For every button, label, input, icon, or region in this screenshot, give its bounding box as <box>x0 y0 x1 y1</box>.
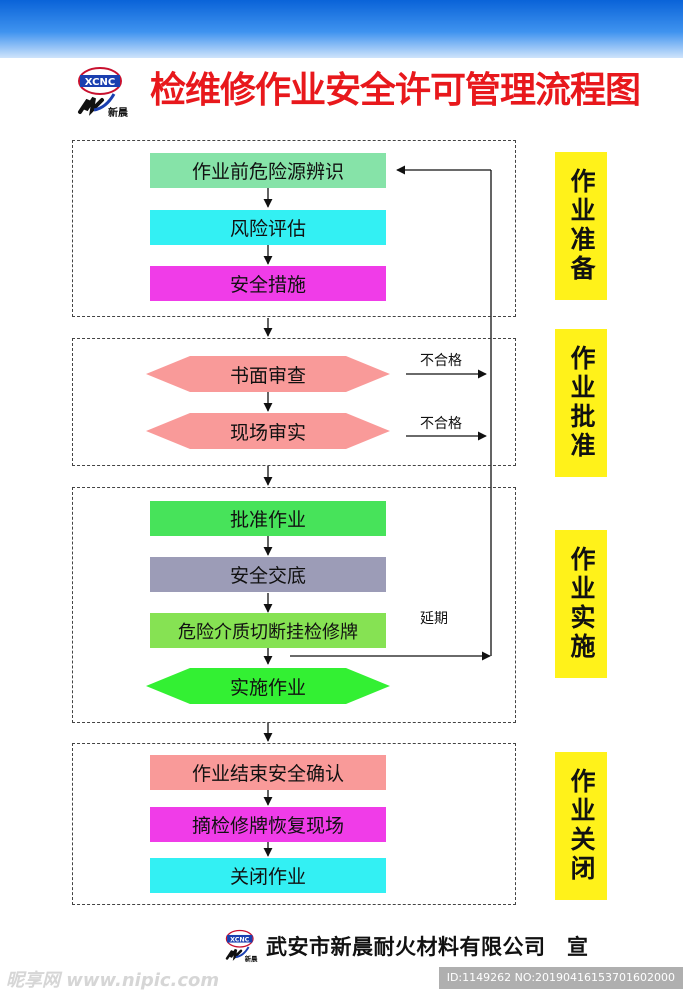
reject-label-onsite: 不合格 <box>420 416 462 432</box>
decision-written-review-label: 书面审查 <box>229 364 306 387</box>
step-safety-measures: 安全措施 <box>150 266 386 301</box>
page-title: 检维修作业安全许可管理流程图 <box>150 69 641 111</box>
stage-approval-label: 作业批准 <box>567 345 596 461</box>
step-hazard-identification: 作业前危险源辨识 <box>150 153 386 188</box>
company-logo: XCNC 新晨 <box>72 64 132 124</box>
step-approve-work: 批准作业 <box>150 501 386 536</box>
logo-text: XCNC <box>85 77 115 88</box>
stage-approval: 作业批准 <box>555 329 607 477</box>
footer-logo: XCNC 新晨 <box>222 928 260 966</box>
watermark-bar: 昵享网 www.nipic.com ID:1149262 NO:20190416… <box>0 963 683 993</box>
decision-onsite-review-label: 现场审实 <box>229 421 306 444</box>
stage-preparation-label: 作业准备 <box>567 168 596 284</box>
step-carry-out-work: 实施作业 <box>146 668 390 704</box>
group-implementation <box>72 487 516 723</box>
step-isolate-and-tag: 危险介质切断挂检修牌 <box>150 613 386 648</box>
step-safety-briefing: 安全交底 <box>150 557 386 592</box>
step-completion-confirmation: 作业结束安全确认 <box>150 755 386 790</box>
watermark-site: 昵享网 www.nipic.com <box>6 970 220 991</box>
logo-caption: 新晨 <box>108 106 129 119</box>
stage-implementation-label: 作业实施 <box>567 546 596 662</box>
decision-written-review: 书面审查 <box>146 356 390 392</box>
step-risk-assessment: 风险评估 <box>150 210 386 245</box>
step-remove-tags: 摘检修牌恢复现场 <box>150 807 386 842</box>
stage-preparation: 作业准备 <box>555 152 607 300</box>
reject-label-written: 不合格 <box>420 353 462 369</box>
footer-company: 武安市新晨耐火材料有限公司 宣 <box>266 935 589 959</box>
top-gradient-bar <box>0 0 683 58</box>
stage-closure-label: 作业关闭 <box>567 768 596 884</box>
group-preparation <box>72 140 516 317</box>
footer-logo-caption: 新晨 <box>245 954 258 963</box>
watermark-id: ID:1149262 NO:20190416153701602000 <box>438 967 683 989</box>
footer-logo-text: XCNC <box>230 936 250 943</box>
stage-closure: 作业关闭 <box>555 752 607 900</box>
stage-implementation: 作业实施 <box>555 530 607 678</box>
step-carry-out-work-label: 实施作业 <box>229 676 306 699</box>
step-close-work: 关闭作业 <box>150 858 386 893</box>
group-approval <box>72 338 516 466</box>
extension-label: 延期 <box>420 611 448 627</box>
group-closure <box>72 743 516 905</box>
decision-onsite-review: 现场审实 <box>146 413 390 449</box>
